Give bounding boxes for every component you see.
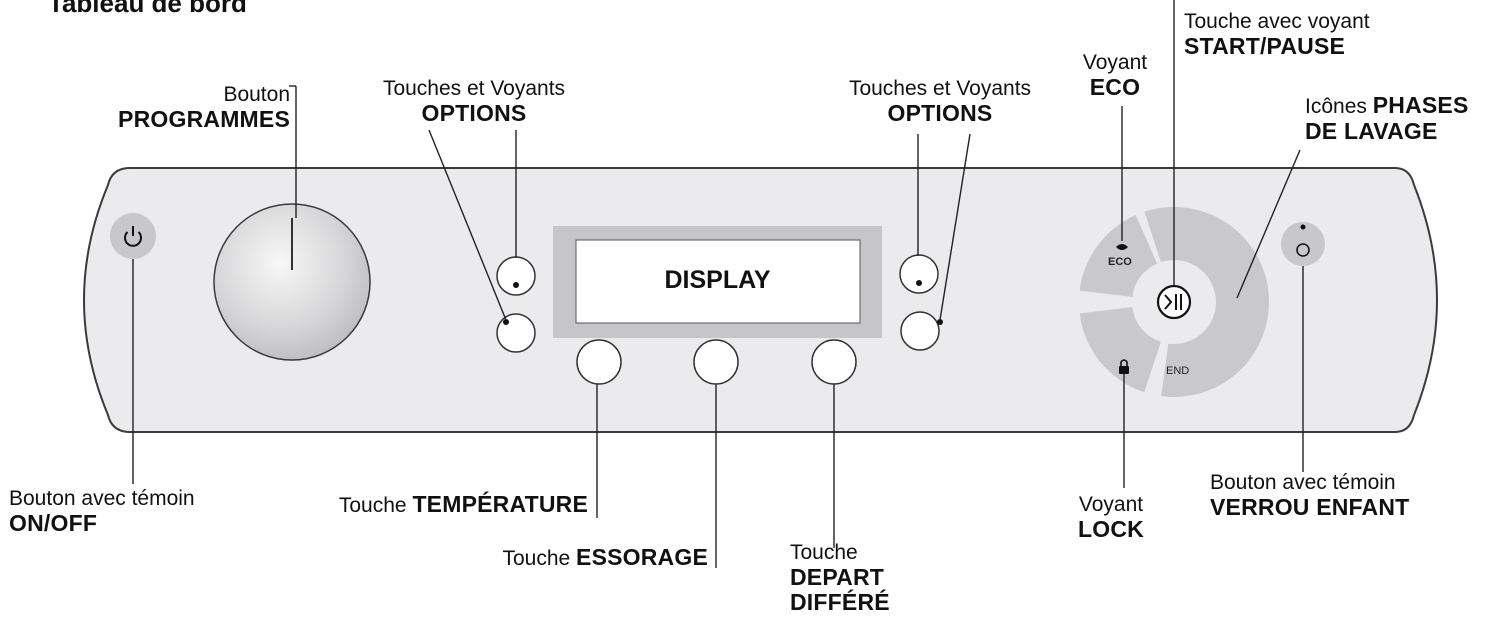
label-options-right: Touches et Voyants OPTIONS	[848, 77, 1032, 126]
option-button-right-bottom[interactable]	[900, 311, 940, 351]
ring-gap-left	[1075, 290, 1174, 314]
programme-knob[interactable]	[213, 203, 371, 361]
option-led-right-bottom	[937, 319, 943, 325]
end-icon-label: END	[1166, 365, 1190, 377]
option-button-right-top[interactable]	[899, 254, 939, 294]
page-title: Tableau de bord	[48, 0, 247, 18]
label-lock: Voyant LOCK	[1078, 493, 1144, 542]
option-led-left-bottom	[503, 319, 509, 325]
option-led-right-top	[916, 280, 922, 286]
temperature-button[interactable]	[576, 339, 622, 385]
label-spin: Touche ESSORAGE	[502, 544, 708, 571]
label-options-left: Touches et Voyants OPTIONS	[382, 77, 566, 126]
option-led-left-top	[513, 282, 519, 288]
option-button-left-bottom[interactable]	[496, 313, 536, 353]
eco-icon-label: ECO	[1108, 256, 1132, 268]
label-start-pause: Touche avec voyant START/PAUSE	[1184, 10, 1370, 59]
label-programmes: Bouton PROGRAMMES	[118, 83, 290, 132]
label-temperature: Touche TEMPÉRATURE	[338, 491, 588, 518]
label-child-lock: Bouton avec témoin VERROU ENFANT	[1210, 471, 1410, 520]
child-lock-led	[1300, 224, 1306, 230]
label-on-off: Bouton avec témoin ON/OFF	[9, 487, 195, 536]
child-icon	[1296, 243, 1310, 257]
option-button-left-top[interactable]	[496, 256, 536, 296]
display-label: DISPLAY	[664, 266, 771, 294]
label-wash-phases: Icônes PHASES DE LAVAGE	[1305, 92, 1469, 144]
lock-icon	[1119, 366, 1129, 374]
power-icon	[124, 226, 142, 247]
start-pause-icon	[1156, 284, 1192, 320]
eco-leaf-icon	[1116, 244, 1128, 250]
label-delay-start: Touche DEPART DIFFÉRÉ	[790, 541, 890, 615]
spin-button[interactable]	[693, 339, 739, 385]
delay-start-button[interactable]	[811, 339, 857, 385]
play-pause-glyph	[1164, 294, 1173, 310]
leader-lines	[132, 0, 1304, 568]
display-screen	[575, 239, 861, 324]
label-eco: Voyant ECO	[1082, 51, 1148, 100]
